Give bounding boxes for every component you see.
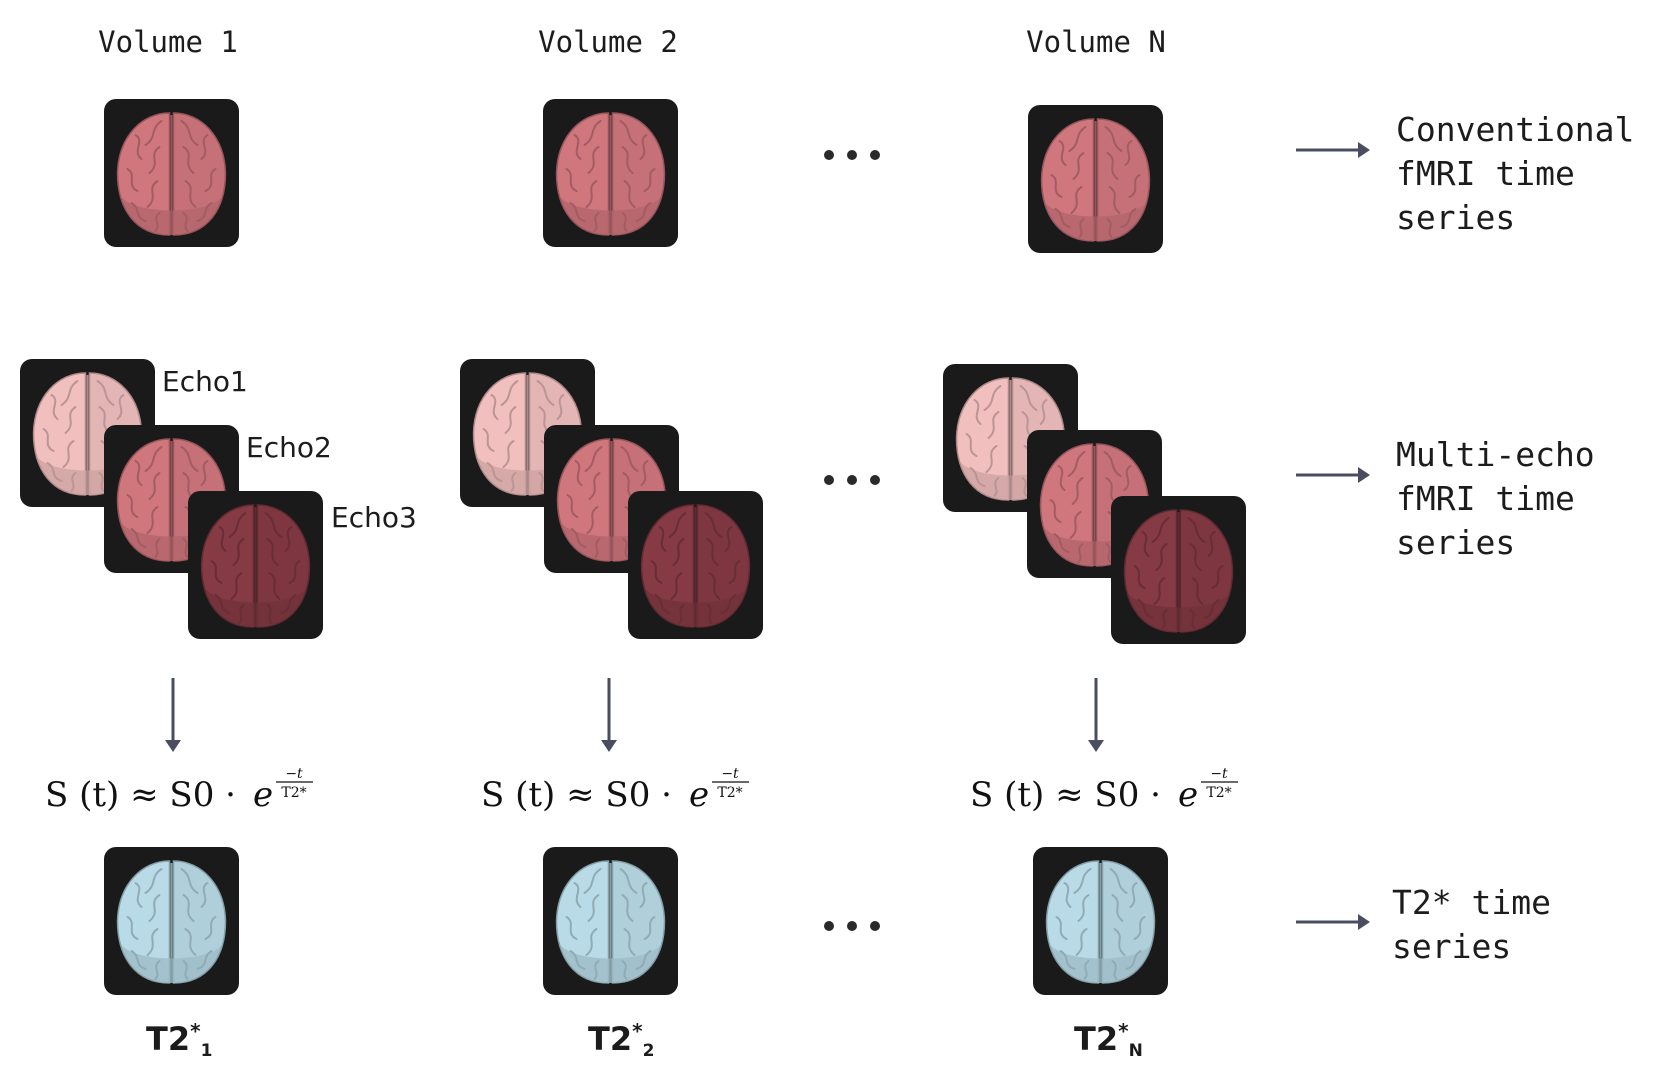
svg-text:e: e <box>689 775 709 815</box>
echo1-label: Echo1 <box>162 365 248 398</box>
echo3-label: Echo3 <box>331 501 417 534</box>
conventional-row <box>104 99 1163 253</box>
arrow-down-icon <box>1088 678 1104 752</box>
volume-1-title: Volume 1 <box>98 25 238 59</box>
arrow-down-icon <box>601 678 617 752</box>
svg-text:−t: −t <box>721 766 739 782</box>
ellipsis-row-1 <box>824 150 880 160</box>
volume-n-title: Volume N <box>1026 25 1166 59</box>
volume-2-echo3-brain <box>628 491 763 639</box>
brain-icon <box>1045 860 1156 984</box>
volume-1-brain <box>104 99 239 247</box>
svg-text:T2*: T2* <box>281 785 306 801</box>
ellipsis-row-2 <box>824 475 880 485</box>
svg-text:T2*: T2* <box>1206 785 1231 801</box>
svg-text:e: e <box>253 775 273 815</box>
t2star-2-brain <box>543 847 678 995</box>
svg-text:T2*: T2* <box>717 785 742 801</box>
arrow-right-icon <box>1296 467 1370 483</box>
svg-text:S (t) ≈ S0 ·: S (t) ≈ S0 · <box>481 775 672 815</box>
ellipsis-row-3 <box>824 921 880 931</box>
echo2-label: Echo2 <box>246 431 332 464</box>
t2star-n-brain <box>1033 847 1168 995</box>
brain-icon <box>200 504 311 628</box>
svg-text:e: e <box>1178 775 1198 815</box>
equation-2: S (t) ≈ S0 · e −tT2* <box>481 766 749 815</box>
arrow-down-icon <box>165 678 181 752</box>
t2star-2-label: T2*2 <box>588 1019 654 1061</box>
volume-2-brain <box>543 99 678 247</box>
multi-echo-label: Multi-echo fMRI time series <box>1396 435 1615 562</box>
svg-text:−t: −t <box>1210 766 1228 782</box>
equations: S (t) ≈ S0 · e−tT2*S (t) ≈ S0 · e−tT2*S … <box>45 766 1238 815</box>
brain-icon <box>640 504 751 628</box>
t2star-row <box>104 847 1168 995</box>
t2star-1-label: T2*1 <box>146 1019 212 1061</box>
volume-3-echo3-brain <box>1111 496 1246 644</box>
conventional-label: Conventional fMRI time series <box>1396 110 1654 237</box>
brain-icon <box>555 112 666 236</box>
brain-icon <box>1123 509 1234 633</box>
equation-3: S (t) ≈ S0 · e −tT2* <box>970 766 1238 815</box>
arrow-right-icon <box>1296 142 1370 158</box>
volume-2-title: Volume 2 <box>538 25 678 59</box>
t2star-series-label: T2* time series <box>1392 883 1571 966</box>
t2star-1-brain <box>104 847 239 995</box>
brain-icon <box>116 112 227 236</box>
brain-icon <box>116 860 227 984</box>
brain-icon <box>555 860 666 984</box>
brain-icon <box>1040 118 1151 242</box>
svg-text:S (t) ≈ S0 ·: S (t) ≈ S0 · <box>45 775 236 815</box>
svg-text:S (t) ≈ S0 ·: S (t) ≈ S0 · <box>970 775 1161 815</box>
arrow-right-icon <box>1296 914 1370 930</box>
volume-1-echo3-brain <box>188 491 323 639</box>
equation-1: S (t) ≈ S0 · e −tT2* <box>45 766 313 815</box>
volume-n-brain <box>1028 105 1163 253</box>
multi-echo-row <box>20 359 1246 644</box>
t2star-n-label: T2*N <box>1074 1019 1143 1061</box>
svg-text:−t: −t <box>285 766 303 782</box>
